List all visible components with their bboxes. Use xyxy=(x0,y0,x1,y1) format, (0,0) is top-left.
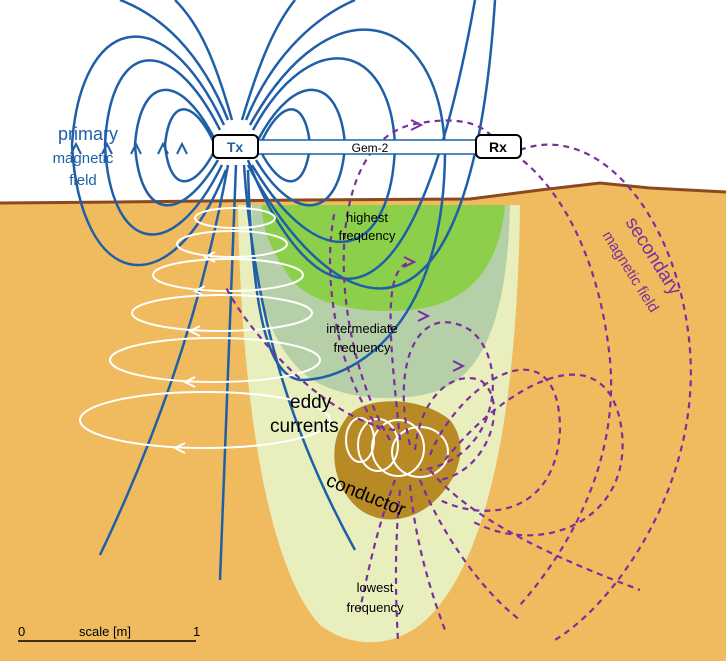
primary-field-loop xyxy=(70,35,228,267)
tx-box xyxy=(212,134,259,159)
primary-field-line xyxy=(174,0,234,121)
highest-frequency-label-2: frequency xyxy=(338,228,396,243)
up-arrow-icon xyxy=(70,141,82,155)
primary-field-label-2: magnetic xyxy=(53,150,114,167)
current-loop xyxy=(194,207,276,229)
primary-field-line xyxy=(218,164,238,581)
primary-field-line xyxy=(119,0,230,121)
scale-bar-end: 1 xyxy=(193,624,200,639)
secondary-field-line xyxy=(394,489,402,641)
current-loop xyxy=(131,294,313,332)
secondary-field-line xyxy=(444,373,624,537)
left-arrow-icon xyxy=(182,376,196,388)
secondary-field-line xyxy=(328,209,381,431)
primary-field-line xyxy=(244,0,356,121)
current-loop xyxy=(176,230,288,258)
lowest-frequency-label-1: lowest xyxy=(357,580,394,595)
right-arrow-icon xyxy=(417,310,431,322)
scale-bar-start: 0 xyxy=(18,624,25,639)
secondary-field-line xyxy=(402,321,494,472)
secondary-field-line xyxy=(342,119,499,441)
boom-label: Gem-2 xyxy=(352,141,389,155)
left-arrow-icon xyxy=(172,442,186,454)
right-arrow-icon xyxy=(410,119,424,131)
up-arrow-icon xyxy=(176,141,188,155)
up-arrow-icon xyxy=(157,141,169,155)
current-loop xyxy=(109,337,321,383)
lowest-frequency-label-2: frequency xyxy=(346,600,404,615)
primary-field-label-1: primary xyxy=(58,124,118,144)
primary-field-loop xyxy=(103,59,224,236)
primary-field-loop xyxy=(163,108,217,183)
primary-field-label-3: field xyxy=(69,172,97,189)
ground-surface-line xyxy=(0,181,726,205)
eddy-loop xyxy=(371,419,425,477)
eddy-label-2: currents xyxy=(270,416,339,437)
conductor-body xyxy=(334,401,461,520)
left-arrow-icon xyxy=(192,285,206,297)
up-arrow-icon xyxy=(130,141,142,155)
right-arrow-icon xyxy=(403,256,417,268)
rx-box xyxy=(475,134,522,159)
secondary-field-line xyxy=(429,469,641,592)
primary-field-line xyxy=(242,164,357,551)
secondary-field-line xyxy=(519,143,692,641)
intermediate-frequency-label-2: frequency xyxy=(333,340,391,355)
up-arrow-icon xyxy=(101,141,113,155)
secondary-field-line xyxy=(418,479,521,621)
eddy-label-1: eddy xyxy=(290,392,332,413)
induced-current-loops xyxy=(79,207,331,454)
secondary-field-line xyxy=(389,260,416,441)
right-arrow-icon xyxy=(452,360,466,372)
secondary-field-line xyxy=(223,284,396,432)
secondary-field-lines xyxy=(223,119,692,641)
primary-field-loop xyxy=(246,28,447,382)
secondary-field-line xyxy=(408,484,447,631)
intermediate-frequency-label-1: intermediate xyxy=(326,321,398,336)
left-arrow-icon xyxy=(187,325,201,337)
secondary-field-line xyxy=(504,147,613,606)
tx-label: Tx xyxy=(227,139,244,155)
primary-field-line xyxy=(240,0,296,121)
secondary-field-line xyxy=(358,479,397,611)
rx-label: Rx xyxy=(489,139,507,155)
left-arrow-icon xyxy=(202,251,216,263)
scale-bar-label: scale [m] xyxy=(79,624,131,639)
current-loop xyxy=(79,391,331,449)
secondary-field-arrows xyxy=(403,119,466,372)
primary-field-loop xyxy=(133,88,220,207)
highest-frequency-zone xyxy=(262,205,505,311)
highest-frequency-label-1: highest xyxy=(346,210,388,225)
secondary-field-line xyxy=(428,368,562,512)
